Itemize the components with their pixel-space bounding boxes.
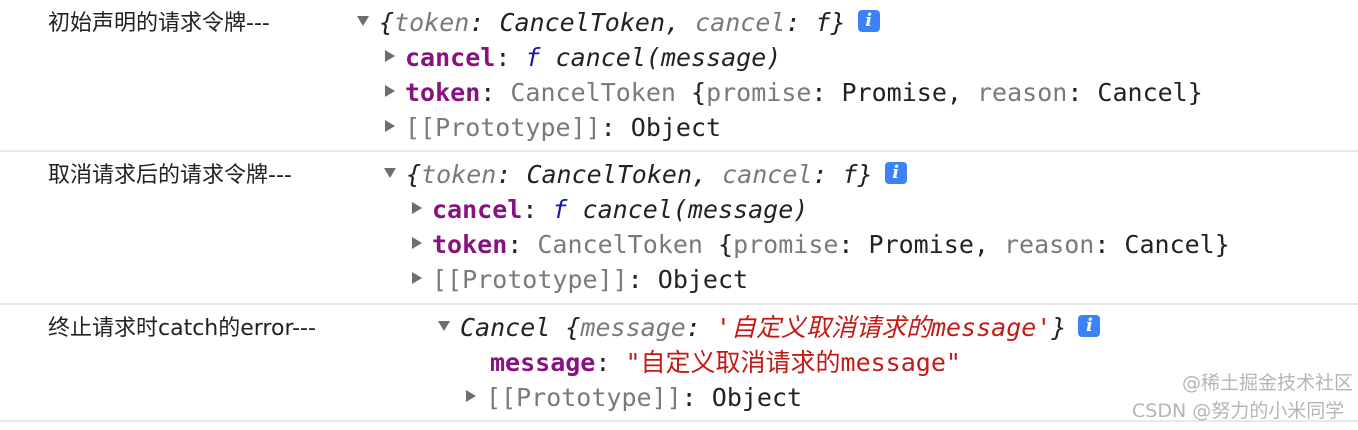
property-cancel[interactable]: cancel: f cancel(message) bbox=[357, 40, 1203, 75]
object-summary[interactable]: Cancel {message: '自定义取消请求的message'}i bbox=[438, 310, 1101, 345]
object-tree: {token: CancelToken, cancel: f}i cancel:… bbox=[384, 157, 1230, 297]
property-prototype[interactable]: [[Prototype]]: Object bbox=[384, 262, 1230, 297]
collapsed-arrow-icon[interactable] bbox=[385, 85, 395, 97]
watermark-juejin: @稀土掘金技术社区 bbox=[1182, 372, 1354, 394]
console-message-2: 取消请求后的请求令牌--- {token: CancelToken, cance… bbox=[0, 152, 1358, 305]
collapsed-arrow-icon[interactable] bbox=[412, 237, 422, 249]
collapsed-arrow-icon[interactable] bbox=[412, 272, 422, 284]
object-summary[interactable]: {token: CancelToken, cancel: f}i bbox=[357, 5, 1203, 40]
object-tree: Cancel {message: '自定义取消请求的message'}i mes… bbox=[438, 310, 1101, 415]
expanded-arrow-icon[interactable] bbox=[438, 321, 450, 331]
collapsed-arrow-icon[interactable] bbox=[466, 390, 476, 402]
console-message-3: 终止请求时catch的error--- Cancel {message: '自定… bbox=[0, 305, 1358, 422]
info-icon[interactable]: i bbox=[857, 10, 880, 32]
collapsed-arrow-icon[interactable] bbox=[412, 202, 422, 214]
property-prototype[interactable]: [[Prototype]]: Object bbox=[438, 380, 1100, 415]
object-tree: {token: CancelToken, cancel: f}i cancel:… bbox=[357, 5, 1203, 145]
watermark-csdn: CSDN @努力的小米同学 bbox=[1132, 400, 1345, 422]
info-icon[interactable]: i bbox=[1078, 315, 1101, 337]
log-label: 取消请求后的请求令牌--- bbox=[48, 163, 292, 188]
info-icon[interactable]: i bbox=[884, 162, 907, 184]
property-token[interactable]: token: CancelToken {promise: Promise, re… bbox=[357, 75, 1203, 110]
property-token[interactable]: token: CancelToken {promise: Promise, re… bbox=[384, 227, 1230, 262]
collapsed-arrow-icon[interactable] bbox=[385, 120, 395, 132]
expanded-arrow-icon[interactable] bbox=[357, 16, 369, 26]
console-message-1: 初始声明的请求令牌--- {token: CancelToken, cancel… bbox=[0, 0, 1358, 152]
property-message: message: "自定义取消请求的message" bbox=[490, 348, 961, 377]
property-prototype[interactable]: [[Prototype]]: Object bbox=[357, 110, 1203, 145]
expanded-arrow-icon[interactable] bbox=[384, 168, 396, 178]
collapsed-arrow-icon[interactable] bbox=[385, 50, 395, 62]
property-cancel[interactable]: cancel: f cancel(message) bbox=[384, 192, 1230, 227]
object-summary[interactable]: {token: CancelToken, cancel: f}i bbox=[384, 157, 1230, 192]
log-label: 终止请求时catch的error--- bbox=[48, 316, 316, 341]
log-label: 初始声明的请求令牌--- bbox=[48, 11, 270, 36]
